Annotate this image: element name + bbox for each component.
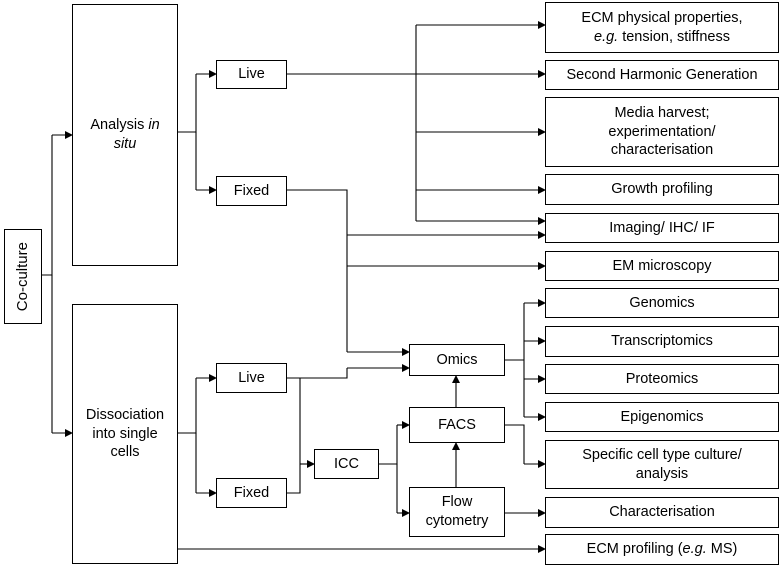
imaging-label: Imaging/ IHC/ IF	[609, 219, 715, 236]
ecm-profiling-box: ECM profiling (e.g. MS)	[545, 534, 779, 565]
live-bottom-box: Live	[216, 363, 287, 393]
live-bottom-label: Live	[238, 369, 265, 386]
em-microscopy-label: EM microscopy	[612, 257, 712, 274]
fixed-bottom-box: Fixed	[216, 478, 287, 508]
coculture-label: Co-culture	[14, 241, 32, 312]
growth-profiling-label: Growth profiling	[611, 181, 713, 198]
growth-profiling-box: Growth profiling	[545, 174, 779, 205]
proteomics-label: Proteomics	[625, 370, 699, 387]
omics-label: Omics	[436, 351, 478, 368]
imaging-box: Imaging/ IHC/ IF	[545, 213, 779, 243]
proteomics-box: Proteomics	[545, 364, 779, 394]
flow-cytometry-label: Flow cytometry	[425, 494, 489, 529]
second-harmonic-label: Second Harmonic Generation	[566, 66, 758, 83]
ecm-physical-properties-label: ECM physical properties,e.g. tension, st…	[581, 9, 743, 45]
characterisation-box: Characterisation	[545, 497, 779, 528]
live-top-box: Live	[216, 60, 287, 89]
fixed-bottom-label: Fixed	[233, 484, 270, 501]
fixed-top-box: Fixed	[216, 176, 287, 206]
characterisation-label: Characterisation	[609, 504, 715, 521]
facs-box: FACS	[409, 407, 505, 443]
specific-cell-type-label: Specific cell type culture/ analysis	[582, 446, 742, 482]
dissociation-label: Dissociation into single cells	[85, 406, 165, 461]
epigenomics-box: Epigenomics	[545, 402, 779, 432]
icc-box: ICC	[314, 449, 379, 479]
omics-box: Omics	[409, 344, 505, 376]
ecm-profiling-label: ECM profiling (e.g. MS)	[586, 541, 738, 558]
live-top-label: Live	[238, 66, 265, 83]
icc-label: ICC	[334, 455, 359, 472]
fixed-top-label: Fixed	[233, 182, 270, 199]
second-harmonic-box: Second Harmonic Generation	[545, 60, 779, 90]
transcriptomics-box: Transcriptomics	[545, 326, 779, 357]
dissociation-box: Dissociation into single cells	[72, 304, 178, 564]
ecm-physical-properties-box: ECM physical properties,e.g. tension, st…	[545, 2, 779, 53]
specific-cell-type-box: Specific cell type culture/ analysis	[545, 440, 779, 489]
em-microscopy-box: EM microscopy	[545, 251, 779, 281]
genomics-label: Genomics	[629, 294, 695, 311]
epigenomics-label: Epigenomics	[620, 408, 704, 425]
genomics-box: Genomics	[545, 288, 779, 318]
media-harvest-label: Media harvest; experimentation/ characte…	[608, 104, 716, 159]
media-harvest-box: Media harvest; experimentation/ characte…	[545, 97, 779, 167]
flow-cytometry-box: Flow cytometry	[409, 487, 505, 537]
facs-label: FACS	[438, 416, 476, 433]
coculture-box: Co-culture	[4, 229, 42, 324]
transcriptomics-label: Transcriptomics	[611, 333, 713, 350]
